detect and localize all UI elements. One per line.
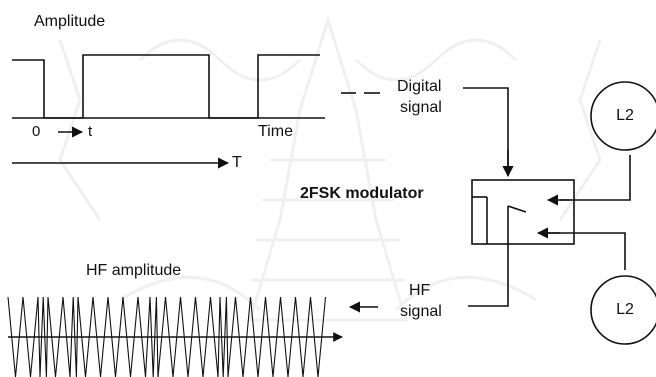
oscillator-top-label: L2 — [616, 107, 634, 124]
time-label: Time — [258, 123, 293, 140]
modulator-box — [471, 179, 575, 245]
oscillator-bottom — [590, 275, 656, 345]
digital-waveform — [12, 54, 325, 119]
hf-waveform — [7, 296, 327, 377]
modulator-label: 2FSK modulator — [300, 185, 424, 202]
hf-output-line — [468, 244, 509, 307]
oscillator-lines — [545, 155, 631, 270]
hf-signal-line1: HF — [409, 282, 431, 299]
digital-signal-line — [341, 87, 509, 170]
amplitude-label: Amplitude — [34, 13, 106, 30]
oscillator-bottom-label: L2 — [616, 301, 634, 318]
hf-wave-trace — [7, 296, 327, 377]
t-period-label: T — [232, 154, 242, 171]
square-wave — [12, 54, 320, 119]
switch-contact — [507, 205, 527, 213]
zero-label: 0 — [32, 123, 41, 140]
digital-signal-line2: signal — [400, 99, 442, 116]
digital-signal-line1: Digital — [397, 78, 442, 95]
hf-amplitude-label: HF amplitude — [86, 262, 182, 279]
hf-signal-line2: signal — [400, 303, 442, 320]
oscillator-top — [590, 81, 656, 151]
t-label: t — [88, 123, 93, 140]
